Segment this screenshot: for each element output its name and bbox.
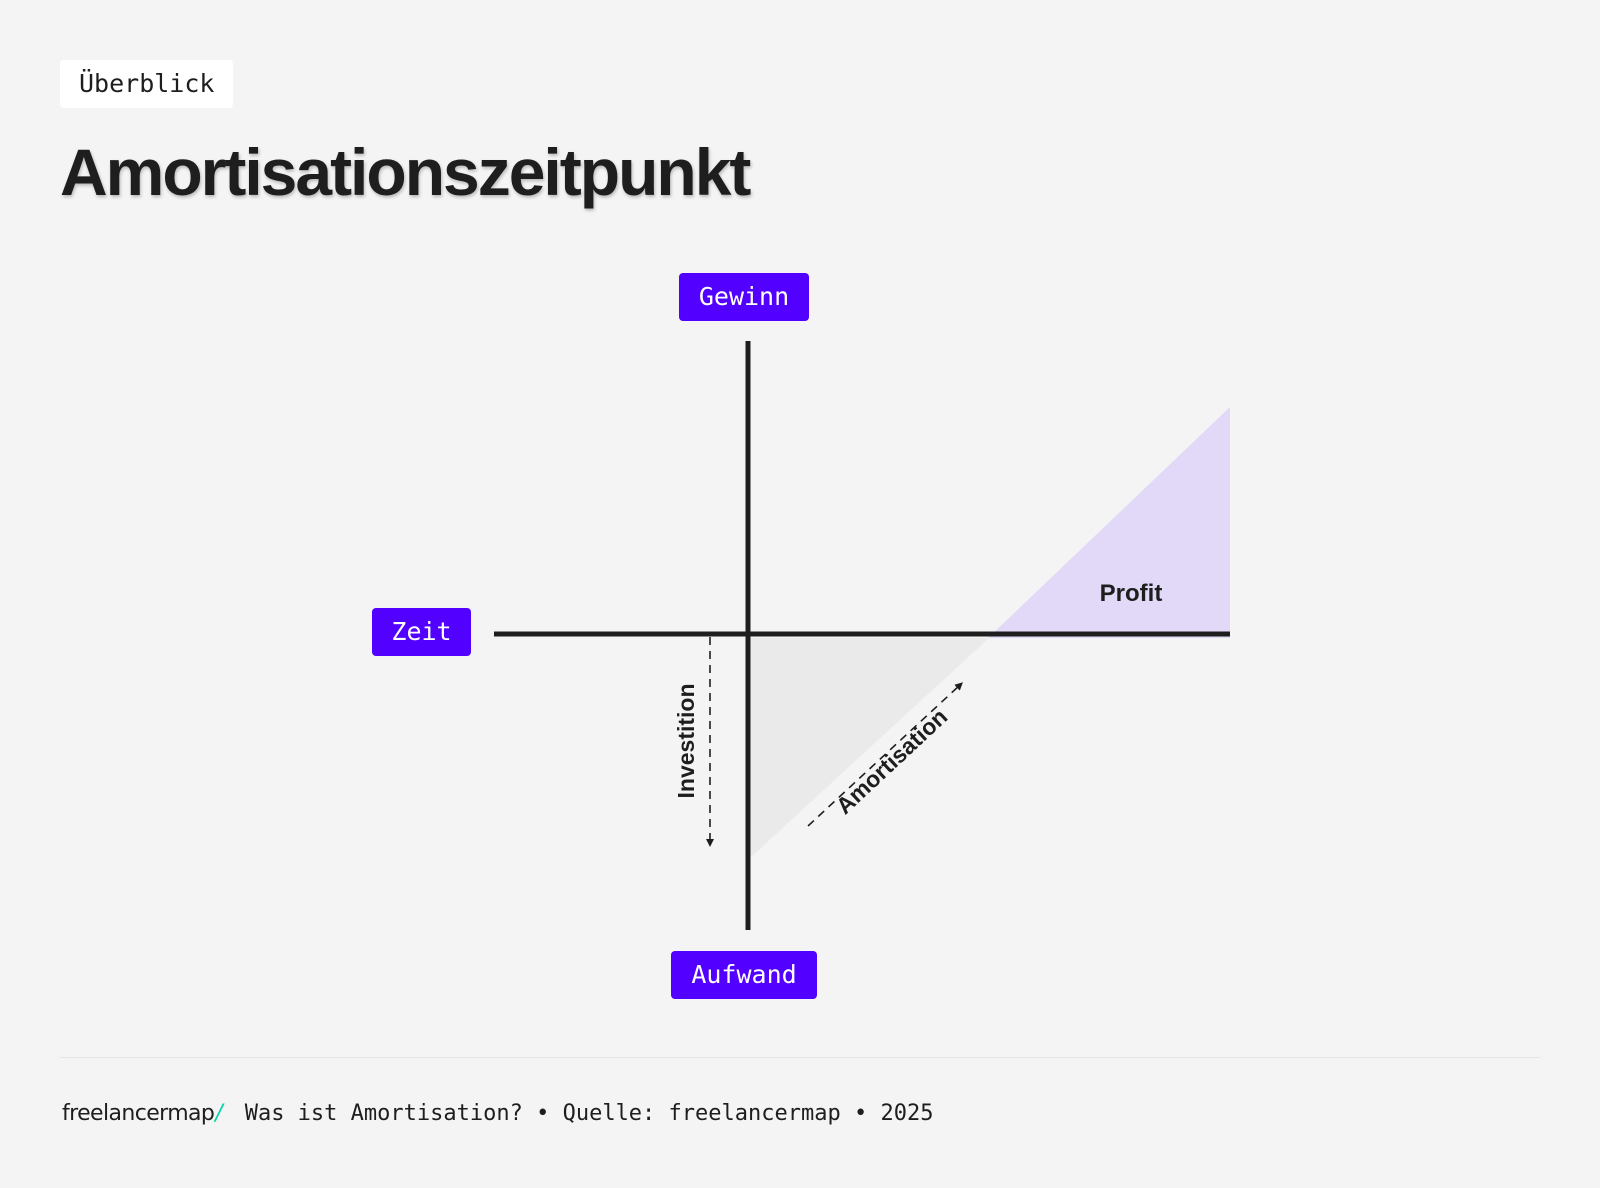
freelancermap-logo: freelancermap: [62, 1100, 215, 1126]
footer: freelancermap/ Was ist Amortisation? • Q…: [62, 1095, 933, 1131]
investition-label: Investition: [673, 683, 699, 798]
axis-label-aufwand: Aufwand: [671, 951, 817, 999]
investment-area: [751, 638, 989, 857]
section-tag: Überblick: [60, 60, 234, 108]
footer-divider: [60, 1057, 1540, 1058]
page-title: Amortisationszeitpunkt: [60, 135, 751, 209]
profit-label: Profit: [1100, 580, 1163, 607]
logo-slash: /: [215, 1100, 223, 1126]
amortisation-arrow: [807, 682, 963, 827]
profit-area: [988, 407, 1230, 638]
axis-label-gewinn: Gewinn: [679, 273, 809, 321]
footer-source-text: Was ist Amortisation? • Quelle: freelanc…: [244, 1100, 934, 1126]
axis-label-zeit: Zeit: [372, 608, 471, 656]
